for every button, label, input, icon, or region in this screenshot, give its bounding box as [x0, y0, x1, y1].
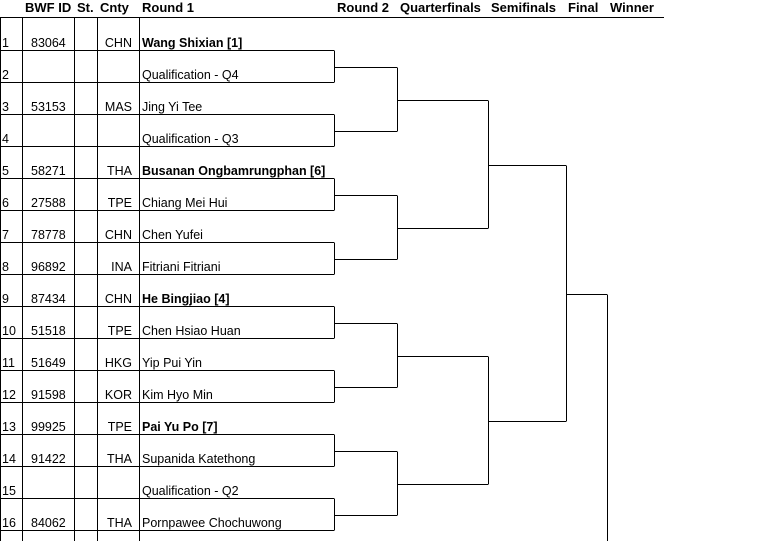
header-bwf-id: BWF ID — [25, 0, 72, 15]
bwf-id: 84062 — [31, 515, 66, 530]
player-name: Fitriani Fitriani — [142, 259, 221, 274]
draw-position-number: 1 — [2, 35, 9, 50]
draw-position-number: 9 — [2, 291, 9, 306]
country-code: INA — [111, 259, 132, 274]
bwf-id: 83064 — [31, 35, 66, 50]
draw-position-number: 12 — [2, 387, 16, 402]
player-name: He Bingjiao [4] — [142, 291, 230, 306]
country-code: KOR — [104, 387, 132, 402]
player-name: Chiang Mei Hui — [142, 195, 228, 210]
country-code: THA — [107, 515, 132, 530]
country-code: HKG — [104, 355, 132, 370]
country-code: CHN — [104, 291, 132, 306]
player-name: Qualification - Q2 — [142, 483, 239, 498]
draw-position-number: 15 — [2, 483, 16, 498]
player-name: Pai Yu Po [7] — [142, 419, 218, 434]
country-code: THA — [107, 451, 132, 466]
country-code: TPE — [107, 195, 132, 210]
draw-position-number: 5 — [2, 163, 9, 178]
header-winner: Winner — [610, 0, 654, 15]
player-name: Chen Yufei — [142, 227, 203, 242]
draw-position-number: 13 — [2, 419, 16, 434]
draw-position-number: 10 — [2, 323, 16, 338]
country-code: CHN — [104, 227, 132, 242]
header-round-1: Round 1 — [142, 0, 194, 15]
header-round-2: Round 2 — [337, 0, 389, 15]
player-name: Jing Yi Tee — [142, 99, 203, 114]
bwf-id: 87434 — [31, 291, 66, 306]
bwf-id: 51649 — [31, 355, 66, 370]
header-status: St. — [77, 0, 94, 15]
player-name: Kim Hyo Min — [142, 387, 213, 402]
draw-position-number: 7 — [2, 227, 9, 242]
bwf-id: 53153 — [31, 99, 66, 114]
bwf-id: 91422 — [31, 451, 66, 466]
header-semifinals: Semifinals — [491, 0, 557, 15]
country-code: TPE — [107, 323, 132, 338]
draw-position-number: 6 — [2, 195, 9, 210]
draw-position-number: 2 — [2, 67, 9, 82]
bwf-id: 58271 — [31, 163, 66, 178]
bwf-id: 27588 — [31, 195, 66, 210]
bwf-id: 51518 — [31, 323, 66, 338]
header-country: Cnty — [100, 0, 129, 15]
bwf-id: 91598 — [31, 387, 66, 402]
draw-position-number: 16 — [2, 515, 16, 530]
country-code: THA — [107, 163, 132, 178]
player-name: Qualification - Q4 — [142, 67, 239, 82]
draw-position-number: 4 — [2, 131, 9, 146]
draw-position-number: 3 — [2, 99, 9, 114]
bwf-id: 96892 — [31, 259, 66, 274]
header-final: Final — [568, 0, 599, 15]
player-name: Wang Shixian [1] — [142, 35, 243, 50]
country-code: CHN — [104, 35, 132, 50]
player-name: Yip Pui Yin — [142, 355, 202, 370]
header-quarterfinals: Quarterfinals — [400, 0, 481, 15]
draw-position-number: 11 — [2, 355, 15, 370]
country-code: TPE — [107, 419, 132, 434]
country-code: MAS — [104, 99, 132, 114]
draw-position-number: 8 — [2, 259, 9, 274]
player-name: Chen Hsiao Huan — [142, 323, 241, 338]
bwf-id: 99925 — [31, 419, 66, 434]
player-name: Qualification - Q3 — [142, 131, 239, 146]
bwf-id: 78778 — [31, 227, 66, 242]
player-name: Busanan Ongbamrungphan [6] — [142, 163, 326, 178]
draw-position-number: 14 — [2, 451, 16, 466]
player-name: Pornpawee Chochuwong — [142, 515, 282, 530]
player-name: Supanida Katethong — [142, 451, 256, 466]
